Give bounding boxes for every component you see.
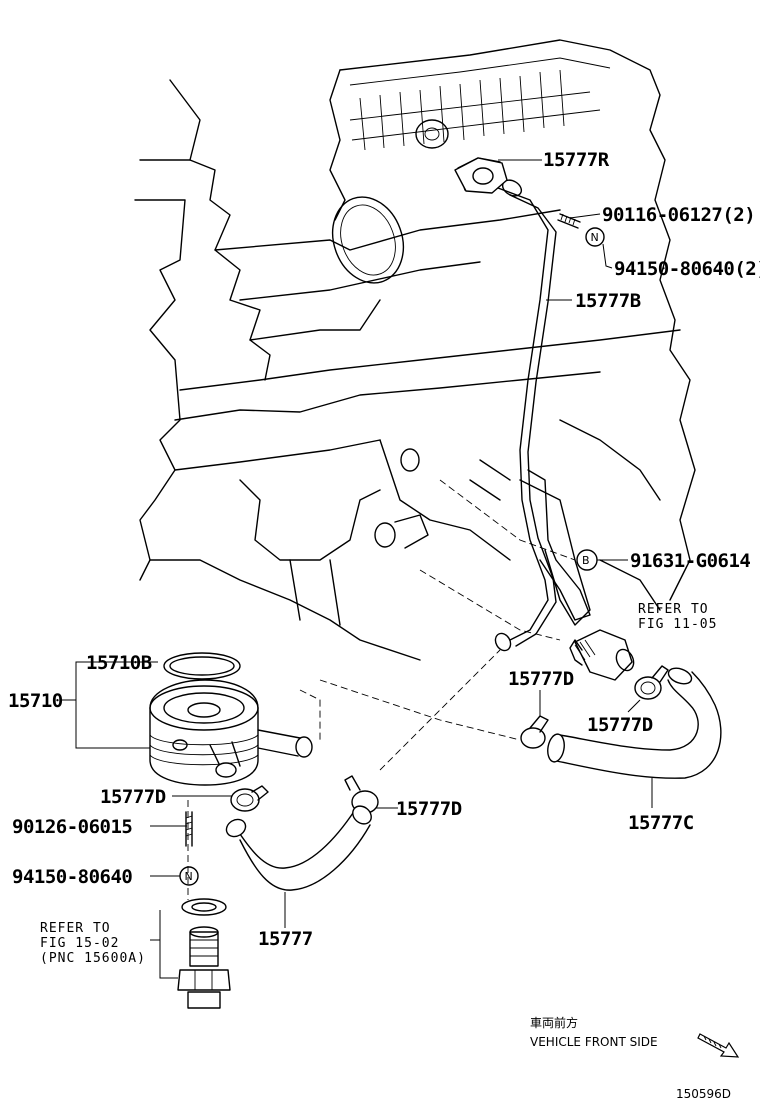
oil-cooler-15710: [149, 679, 313, 786]
label-15777D-left: 15777D: [100, 786, 166, 808]
water-pipe-15777B: [457, 157, 591, 652]
part-labels: 15777R 90116-06127(2) 94150-80640(2) 157…: [8, 149, 760, 950]
label-15777: 15777: [258, 928, 313, 950]
label-15710B: 15710B: [86, 652, 152, 674]
figure-id: 150596D: [676, 1087, 731, 1101]
o-ring-15710B: [163, 652, 241, 680]
label-90116-06127: 90116-06127(2): [602, 204, 755, 226]
nut-letter-lower: N: [185, 870, 193, 883]
nut-94150-upper: N: [585, 227, 605, 247]
washer-lower: [181, 898, 227, 916]
bolt-91631: B: [576, 549, 598, 571]
hose-fitting-ref-11-05: [569, 629, 635, 681]
ref-fig-15-02-line3: (PNC 15600A): [40, 951, 146, 966]
label-94150-80640-lower: 94150-80640: [12, 866, 132, 888]
label-15777B: 15777B: [575, 290, 641, 312]
stud-90126: [185, 811, 193, 847]
clamp-15777D-mid: [520, 715, 549, 749]
reference-notes: REFER TO FIG 11-05 REFER TO FIG 15-02 (P…: [40, 602, 717, 966]
hose-15777: [225, 805, 372, 891]
front-label-en: VEHICLE FRONT SIDE: [530, 1035, 658, 1049]
nut-letter-upper: N: [591, 231, 599, 244]
union-bolt-ref-15-02: [177, 926, 231, 1009]
label-15777D-upper-mid: 15777D: [508, 668, 574, 690]
assembly-guide-lines: [187, 479, 576, 900]
ref-fig-15-02-line1: REFER TO: [40, 921, 111, 936]
vehicle-front-indicator: 車両前方 VEHICLE FRONT SIDE: [530, 1015, 740, 1058]
engine-block-outline: [134, 39, 696, 661]
bolt-letter: B: [582, 554, 590, 567]
label-15777D-center: 15777D: [396, 798, 462, 820]
ref-fig-11-05-line1: REFER TO: [638, 602, 709, 617]
clamp-15777D-right: [634, 665, 669, 700]
gasket-15777R: [454, 157, 508, 194]
label-15777D-right: 15777D: [587, 714, 653, 736]
label-90126-06015: 90126-06015: [12, 816, 132, 838]
arrow-down-right-icon: [697, 1033, 740, 1058]
label-91631-G0614: 91631-G0614: [630, 550, 750, 572]
stud-bolt-90116: [557, 213, 581, 229]
leader-lines: [60, 159, 653, 979]
nut-94150-lower: N: [179, 866, 199, 886]
label-15777R: 15777R: [543, 149, 610, 171]
label-94150-80640-upper: 94150-80640(2): [614, 258, 760, 280]
front-label-jp: 車両前方: [530, 1015, 578, 1030]
label-15710: 15710: [8, 690, 63, 712]
label-15777C: 15777C: [628, 812, 694, 834]
hose-15777C: [547, 667, 722, 779]
ref-fig-11-05-line2: FIG 11-05: [638, 617, 717, 632]
clamp-15777D-left-lower: [230, 785, 269, 812]
ref-fig-15-02-line2: FIG 15-02: [40, 936, 119, 951]
